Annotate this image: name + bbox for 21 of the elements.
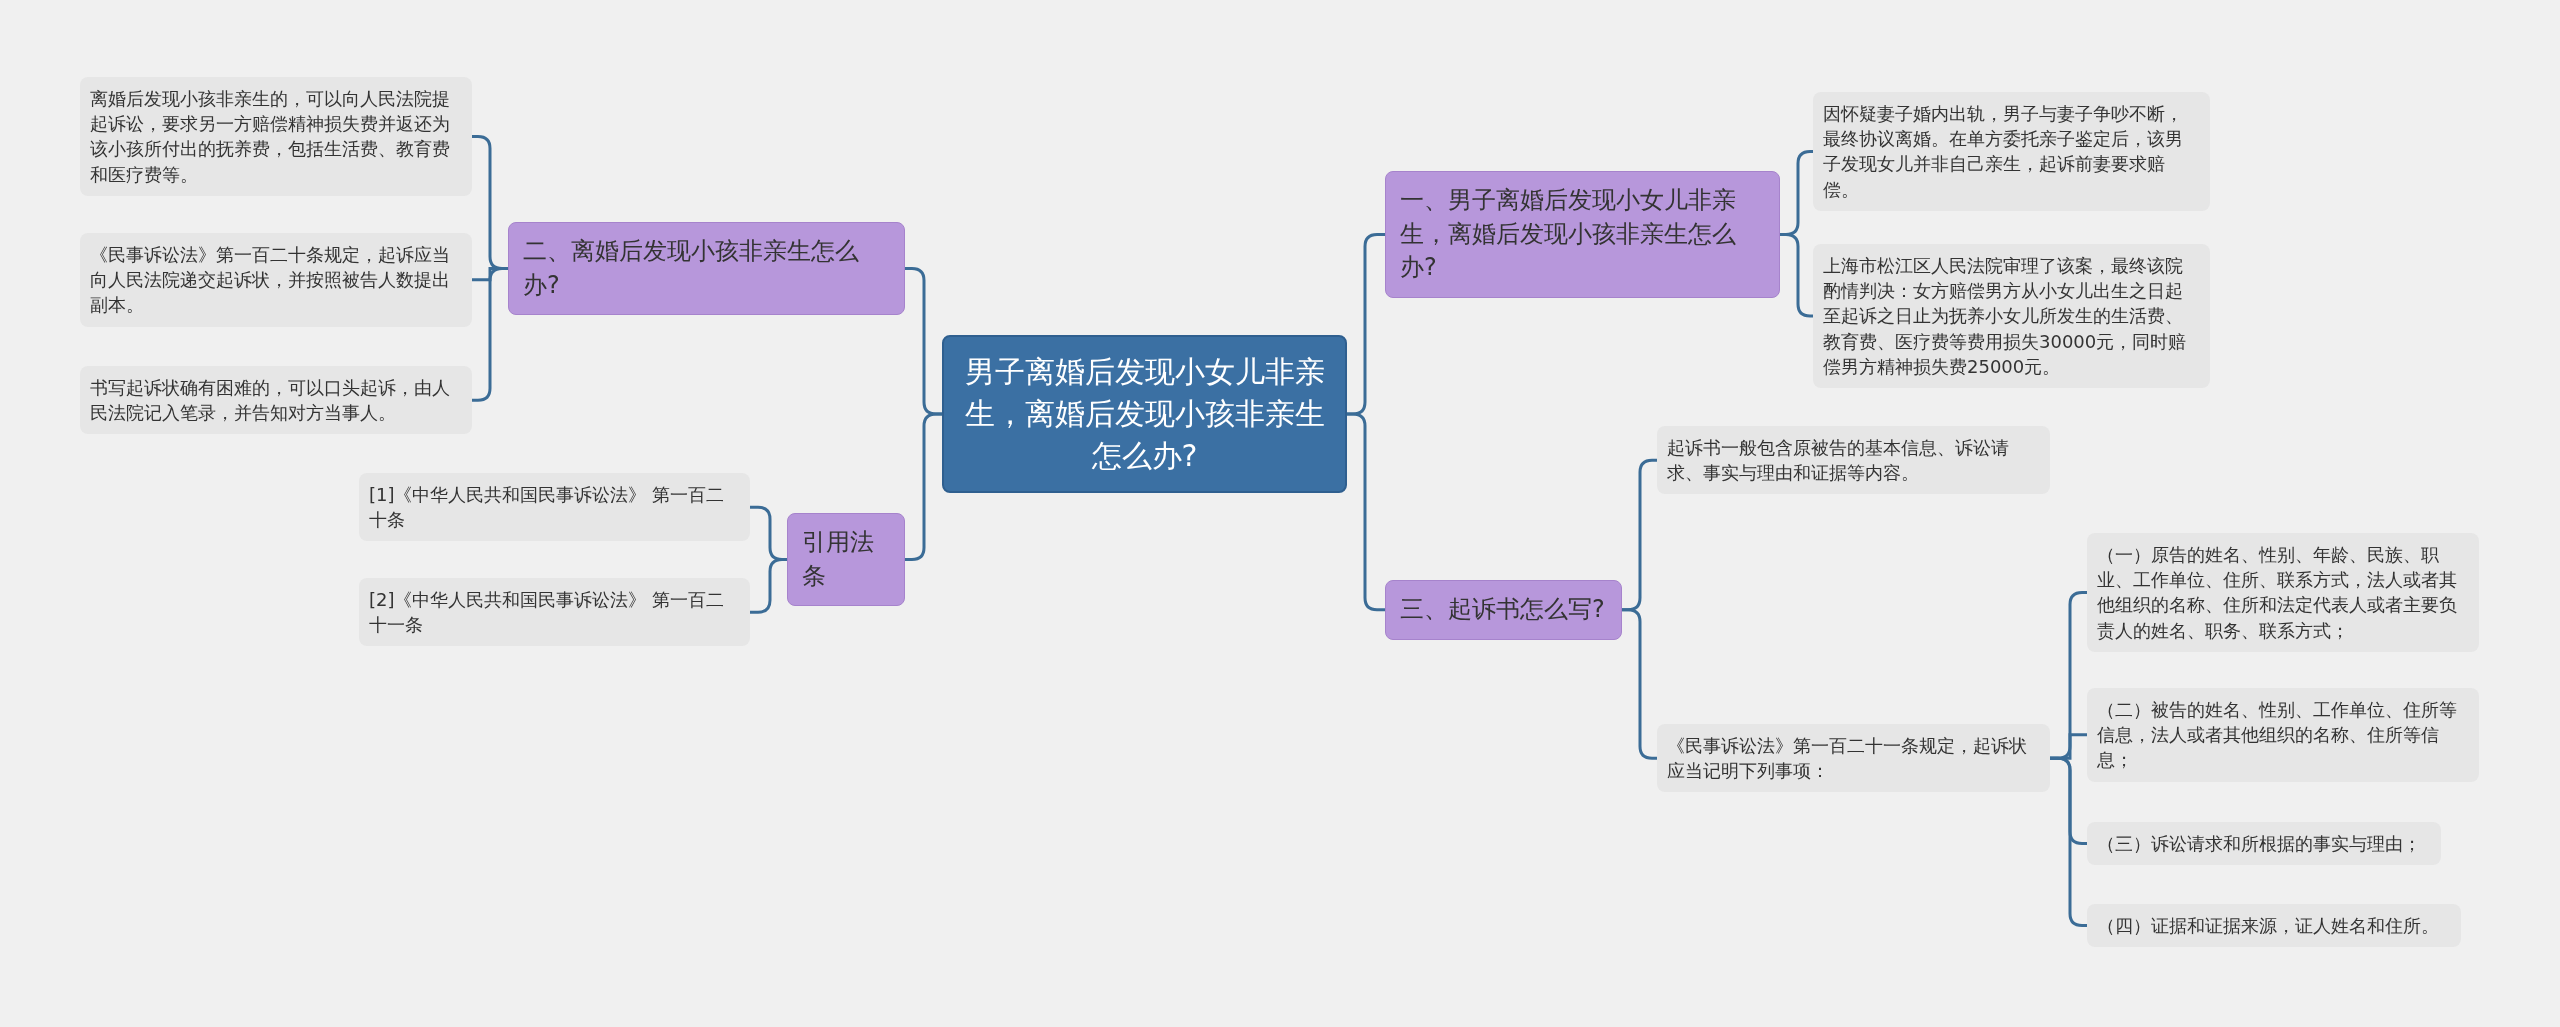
topic-box: 二、离婚后发现小孩非亲生怎么办? [508, 222, 905, 316]
subtopic-box: [1]《中华人民共和国民事诉讼法》 第一百二十条 [359, 473, 750, 542]
topic-box: 一、男子离婚后发现小女儿非亲生，离婚后发现小孩非亲生怎么办? [1385, 171, 1780, 298]
subtopic-box: （二）被告的姓名、性别、工作单位、住所等信息，法人或者其他组织的名称、住所等信息； [2087, 688, 2479, 782]
subtopic-box: 离婚后发现小孩非亲生的，可以向人民法院提起诉讼，要求另一方赔偿精神损失费并返还为该小孩所付出的抚养费，包括生活费、教育费和医疗费等。 [80, 77, 472, 196]
connector-line [750, 558, 787, 614]
subtopic-box: （三）诉讼请求和所根据的事实与理由； [2087, 822, 2441, 866]
subtopic-box: [2]《中华人民共和国民事诉讼法》 第一百二十一条 [359, 578, 750, 647]
subtopic-box: 《民事诉讼法》第一百二十一条规定，起诉状应当记明下列事项： [1657, 724, 2050, 793]
connector-line [1347, 412, 1385, 612]
subtopic-box: 书写起诉状确有困难的，可以口头起诉，由人民法院记入笔录，并告知对方当事人。 [80, 366, 472, 435]
subtopic-box: 因怀疑妻子婚内出轨，男子与妻子争吵不断，最终协议离婚。在单方委托亲子鉴定后，该男子发现女儿并非自己亲生，起诉前妻要求赔偿。 [1813, 92, 2210, 211]
topic-box: 引用法条 [787, 513, 905, 607]
subtopic-box: （四）证据和证据来源，证人姓名和住所。 [2087, 904, 2461, 948]
central-topic-box: 男子离婚后发现小女儿非亲生，离婚后发现小孩非亲生怎么办? [942, 335, 1347, 493]
subtopic-box: 《民事诉讼法》第一百二十条规定，起诉应当向人民法院递交起诉状，并按照被告人数提出副本。 [80, 233, 472, 327]
connector-line [905, 412, 942, 562]
subtopic-box: 上海市松江区人民法院审理了该案，最终该院酌情判决：女方赔偿男方从小女儿出生之日起至起诉之日止为抚养小女儿所发生的生活费、教育费、医疗费等费用损失30000元，同时赔偿男方精神损失费25000元。 [1813, 244, 2210, 388]
subtopic-box: （一）原告的姓名、性别、年龄、民族、职业、工作单位、住所、联系方式，法人或者其他组织的名称、住所和法定代表人或者主要负责人的姓名、职务、联系方式； [2087, 533, 2479, 652]
subtopic-box: 起诉书一般包含原被告的基本信息、诉讼请求、事实与理由和证据等内容。 [1657, 426, 2050, 495]
topic-box: 三、起诉书怎么写? [1385, 580, 1622, 640]
